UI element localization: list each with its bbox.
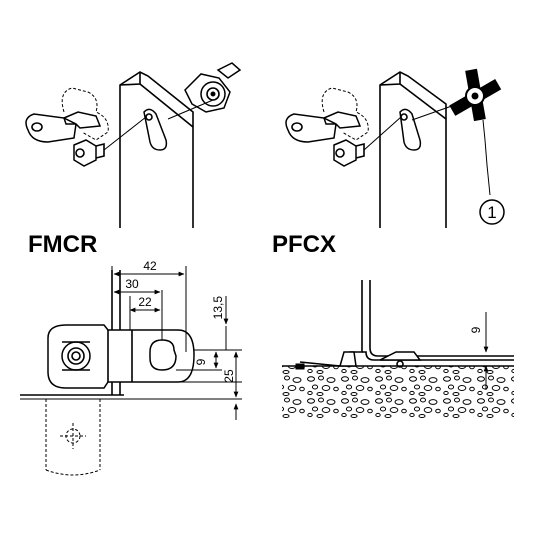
fmcr-plate-nut: [61, 341, 91, 371]
fmcr-dimension-view: 42 30 22 13,5 9 25: [20, 259, 242, 476]
pfcx-bracket: [285, 113, 337, 143]
pfcx-door-panel: [379, 71, 447, 228]
callout-number: 1: [487, 203, 496, 222]
fmcr-bracket: [25, 113, 77, 143]
pfcx-slot: [399, 108, 422, 151]
dim-30-text: 30: [125, 277, 139, 291]
fmcr-label: FMCR: [28, 231, 97, 258]
fmcr-perspective-view: [25, 62, 242, 228]
fmcr-keyhole: [149, 339, 177, 371]
dim-9-left-text: 9: [194, 358, 208, 365]
pfcx-cross-lock: [449, 68, 502, 122]
pfcx-perspective-view: 1: [285, 68, 505, 228]
pfcx-label: PFCX: [272, 231, 336, 258]
gravel-ground: [282, 366, 514, 418]
dim-25-text: 25: [222, 369, 236, 383]
fmcr-ghost-below: [45, 399, 101, 476]
pfcx-hinge: [379, 351, 422, 361]
fmcr-door-panel: [119, 71, 194, 228]
fmcr-ghost-outline: [61, 87, 109, 141]
dim-22-text: 22: [138, 295, 152, 309]
callout-leader: [482, 119, 491, 196]
pfcx-section-view: 9: [282, 280, 514, 418]
pfcx-wire: [363, 116, 402, 151]
dim-13-5-text: 13,5: [211, 296, 225, 320]
pfcx-nut: [333, 139, 357, 167]
callout-circle: [479, 199, 505, 225]
dim-9-right-text: 9: [469, 326, 483, 333]
fmcr-nut: [73, 139, 97, 167]
fmcr-wire: [103, 116, 147, 151]
dim-42-text: 42: [143, 259, 157, 273]
pfcx-floor-bracket: [339, 351, 357, 367]
